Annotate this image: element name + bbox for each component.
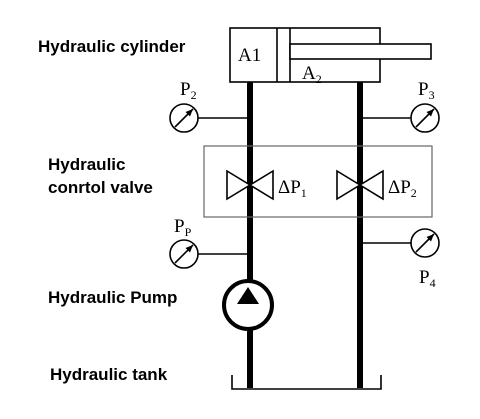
pump-circle [222,279,274,331]
pressure-gauge-p4: P4 [360,228,440,290]
valve-dp2-label: ΔP2 [388,177,417,200]
gauge-p3-arrowhead [426,109,434,117]
valve-dp2-symbol [336,169,384,201]
gauge-pp-arrowhead [185,245,193,253]
valve-dp1: ΔP1 [226,169,307,201]
gauge-p4-label: P4 [419,267,436,290]
label-hydraulic-tank: Hydraulic tank [50,365,168,384]
hydraulic-tank [231,375,382,390]
pressure-gauge-pp: PP [169,216,250,269]
pressure-gauge-p2: P2 [169,79,250,133]
piston-rod [289,43,432,60]
gauge-p3-label: P3 [418,79,435,102]
pump-direction-triangle [237,287,259,304]
label-hydraulic-cylinder: Hydraulic cylinder [38,37,186,56]
chamber-a1-label: A1 [238,45,261,66]
label-hydraulic-control-valve-line1: Hydraulic [48,155,125,174]
valve-dp1-label: ΔP1 [278,177,307,200]
label-hydraulic-control-valve-line2: conrtol valve [48,178,153,197]
hydraulic-pump [222,279,274,331]
gauge-pp-label: PP [174,216,192,239]
gauge-p2-label: P2 [180,79,197,102]
label-hydraulic-pump: Hydraulic Pump [48,288,177,307]
gauge-p4-arrowhead [426,234,434,242]
hydraulic-cylinder: A1 A2 [229,27,432,86]
valve-dp1-symbol [226,169,274,201]
chamber-a2-label: A2 [302,63,322,86]
valve-dp2: ΔP2 [336,169,417,201]
control-valve-box [203,145,433,218]
gauge-p2-arrowhead [185,109,193,117]
pressure-gauge-p3: P3 [360,79,440,133]
